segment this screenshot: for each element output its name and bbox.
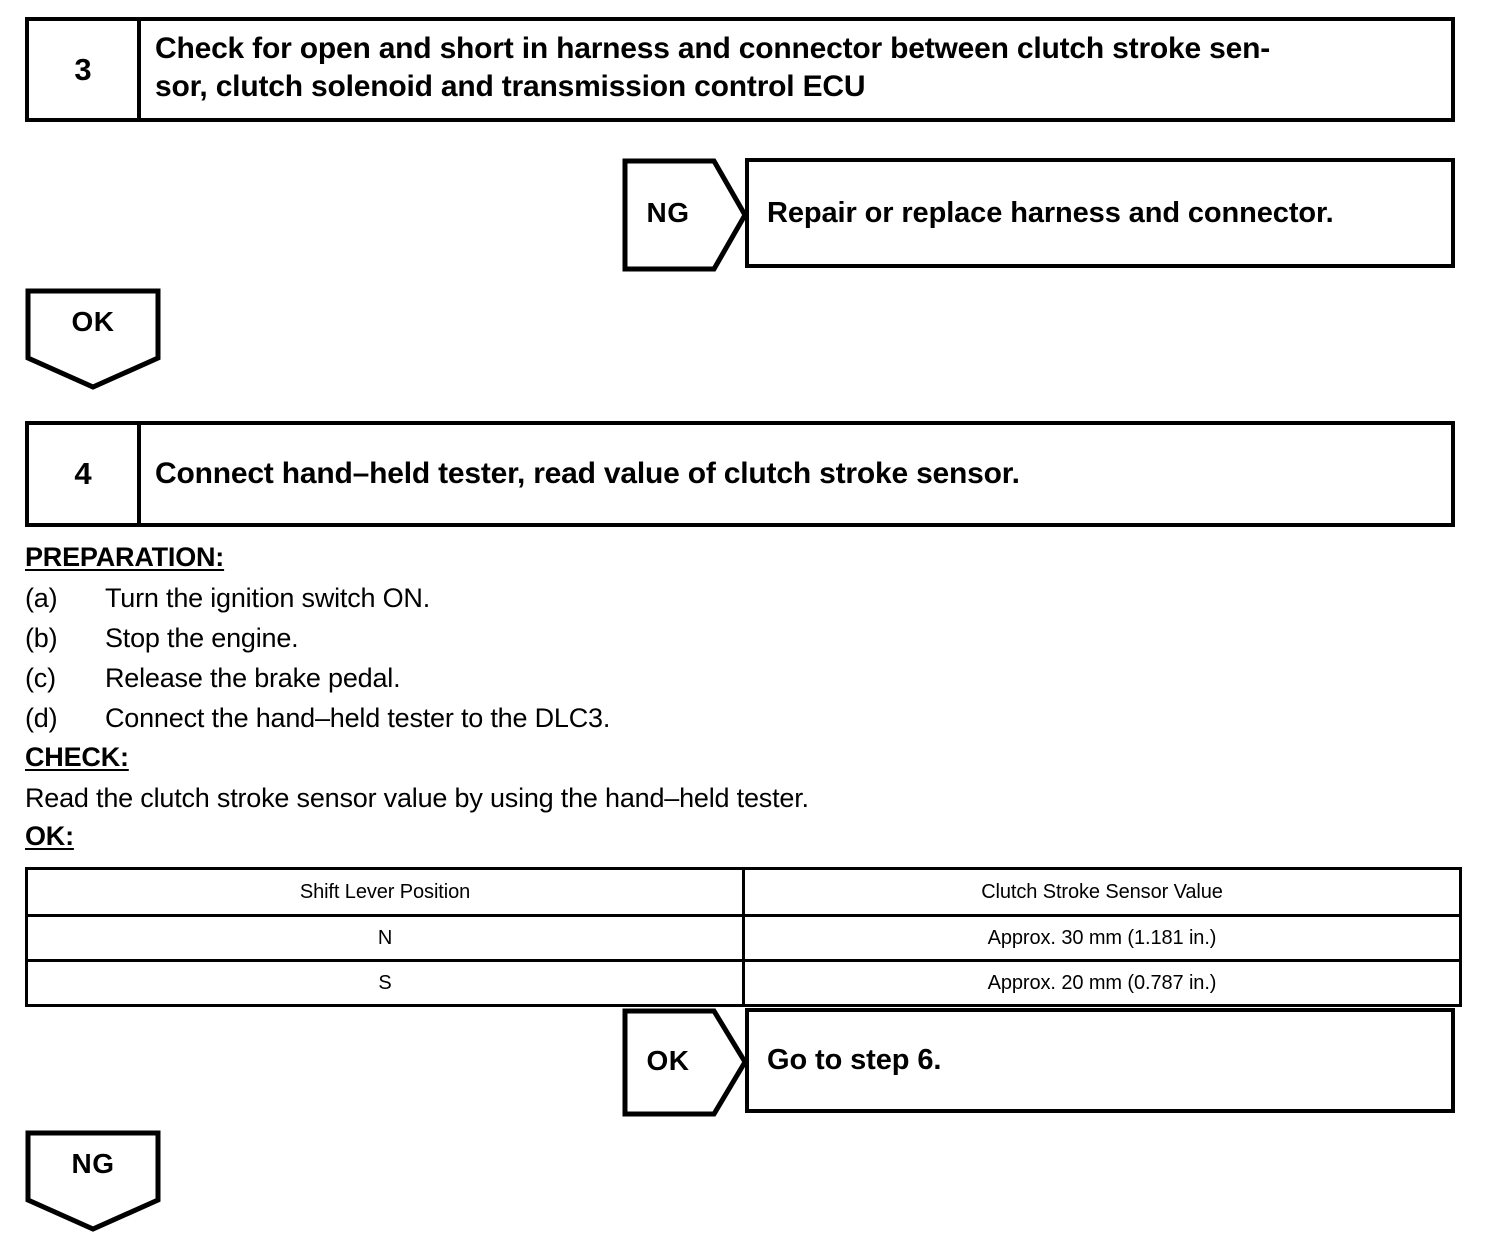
step-3-instruction-line1: Check for open and short in harness and … [155, 32, 1271, 65]
step-3-box: 3 Check for open and short in harness an… [25, 17, 1455, 122]
branch-ng-tag: NG [622, 158, 748, 272]
spec-table-header-shift-lever-position: Shift Lever Position [25, 867, 745, 917]
preparation-item-b-marker: (b) [25, 623, 58, 653]
preparation-heading: PREPARATION: [25, 542, 225, 572]
spec-table-header-clutch-stroke-sensor-value: Clutch Stroke Sensor Value [742, 867, 1462, 917]
step-3-instruction: Check for open and short in harness and … [141, 21, 1451, 118]
branch-ok-result-text: Go to step 6. [767, 1044, 942, 1076]
spec-row-0-position: N [25, 914, 745, 962]
flow-tag-ng-label: NG [71, 1148, 115, 1179]
preparation-item-c-marker: (c) [25, 663, 56, 693]
spec-table-header-row: Shift Lever Position Clutch Stroke Senso… [25, 867, 1462, 917]
flow-tag-ok-label: OK [71, 306, 115, 337]
step-4-box: 4 Connect hand–held tester, read value o… [25, 421, 1455, 527]
flow-tag-ng: NG [25, 1130, 161, 1232]
branch-ng-result-box: Repair or replace harness and connector. [745, 158, 1455, 268]
spec-row-0-value: Approx. 30 mm (1.181 in.) [742, 914, 1462, 962]
branch-ok-result-box: Go to step 6. [745, 1008, 1455, 1113]
table-row: N Approx. 30 mm (1.181 in.) [25, 914, 1462, 962]
branch-ng-label: NG [646, 197, 690, 228]
step-4-number: 4 [29, 425, 141, 523]
ok-heading: OK: [25, 821, 74, 851]
spec-row-1-value: Approx. 20 mm (0.787 in.) [742, 959, 1462, 1007]
preparation-item-d-text: Connect the hand–held tester to the DLC3… [105, 703, 611, 733]
step-3-number: 3 [29, 21, 141, 118]
step-3-instruction-line2: sor, clutch solenoid and transmission co… [155, 70, 866, 104]
preparation-item-b-text: Stop the engine. [105, 623, 299, 653]
spec-row-1-position: S [25, 959, 745, 1007]
branch-ok-label: OK [646, 1044, 690, 1076]
check-heading: CHECK: [25, 742, 129, 772]
preparation-item-c-text: Release the brake pedal. [105, 663, 401, 693]
step-4-instruction: Connect hand–held tester, read value of … [155, 456, 1020, 490]
branch-ok-tag: OK [622, 1008, 748, 1117]
branch-ng-result-text: Repair or replace harness and connector. [767, 196, 1334, 229]
flow-tag-ok: OK [25, 288, 161, 390]
preparation-item-a-text: Turn the ignition switch ON. [105, 583, 431, 613]
check-text: Read the clutch stroke sensor value by u… [25, 783, 809, 813]
preparation-item-d-marker: (d) [25, 703, 58, 733]
table-row: S Approx. 20 mm (0.787 in.) [25, 959, 1462, 1007]
spec-table: Shift Lever Position Clutch Stroke Senso… [25, 867, 1462, 1007]
preparation-item-a-marker: (a) [25, 583, 58, 613]
